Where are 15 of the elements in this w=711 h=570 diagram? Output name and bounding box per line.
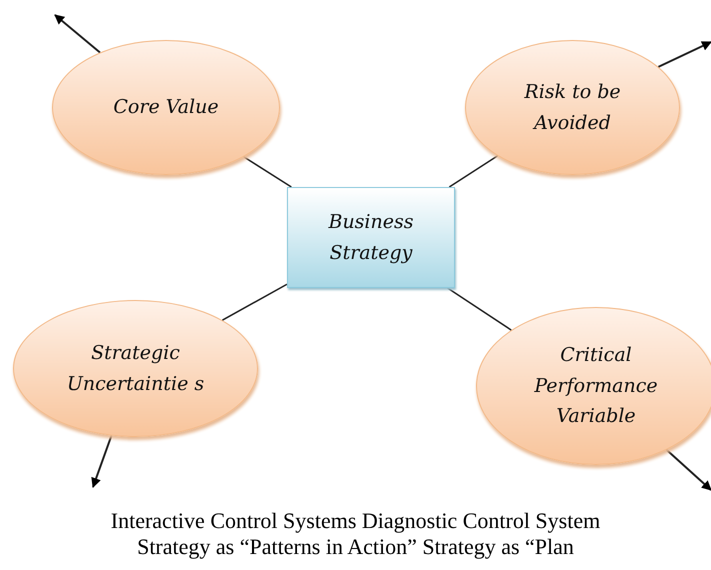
connector-line	[447, 287, 512, 331]
connector-line	[243, 156, 292, 188]
arrow	[666, 449, 711, 491]
connector-line	[222, 284, 288, 321]
node-label: Core Value	[113, 95, 219, 120]
arrow	[91, 435, 112, 488]
node-label: Business Strategy	[327, 210, 414, 266]
node-label: Strategic Uncertaintie s	[66, 341, 206, 396]
node-label: Critical Performance Variable	[533, 343, 659, 430]
arrow	[658, 41, 711, 68]
node-label: Risk to be Avoided	[523, 80, 622, 136]
arrow	[54, 14, 101, 54]
caption: Interactive Control Systems Diagnostic Control System Strategy as “Patterns in Action” Strategy as “Plan	[110, 508, 602, 560]
process-box	[287, 187, 455, 288]
connector-line	[448, 155, 498, 188]
